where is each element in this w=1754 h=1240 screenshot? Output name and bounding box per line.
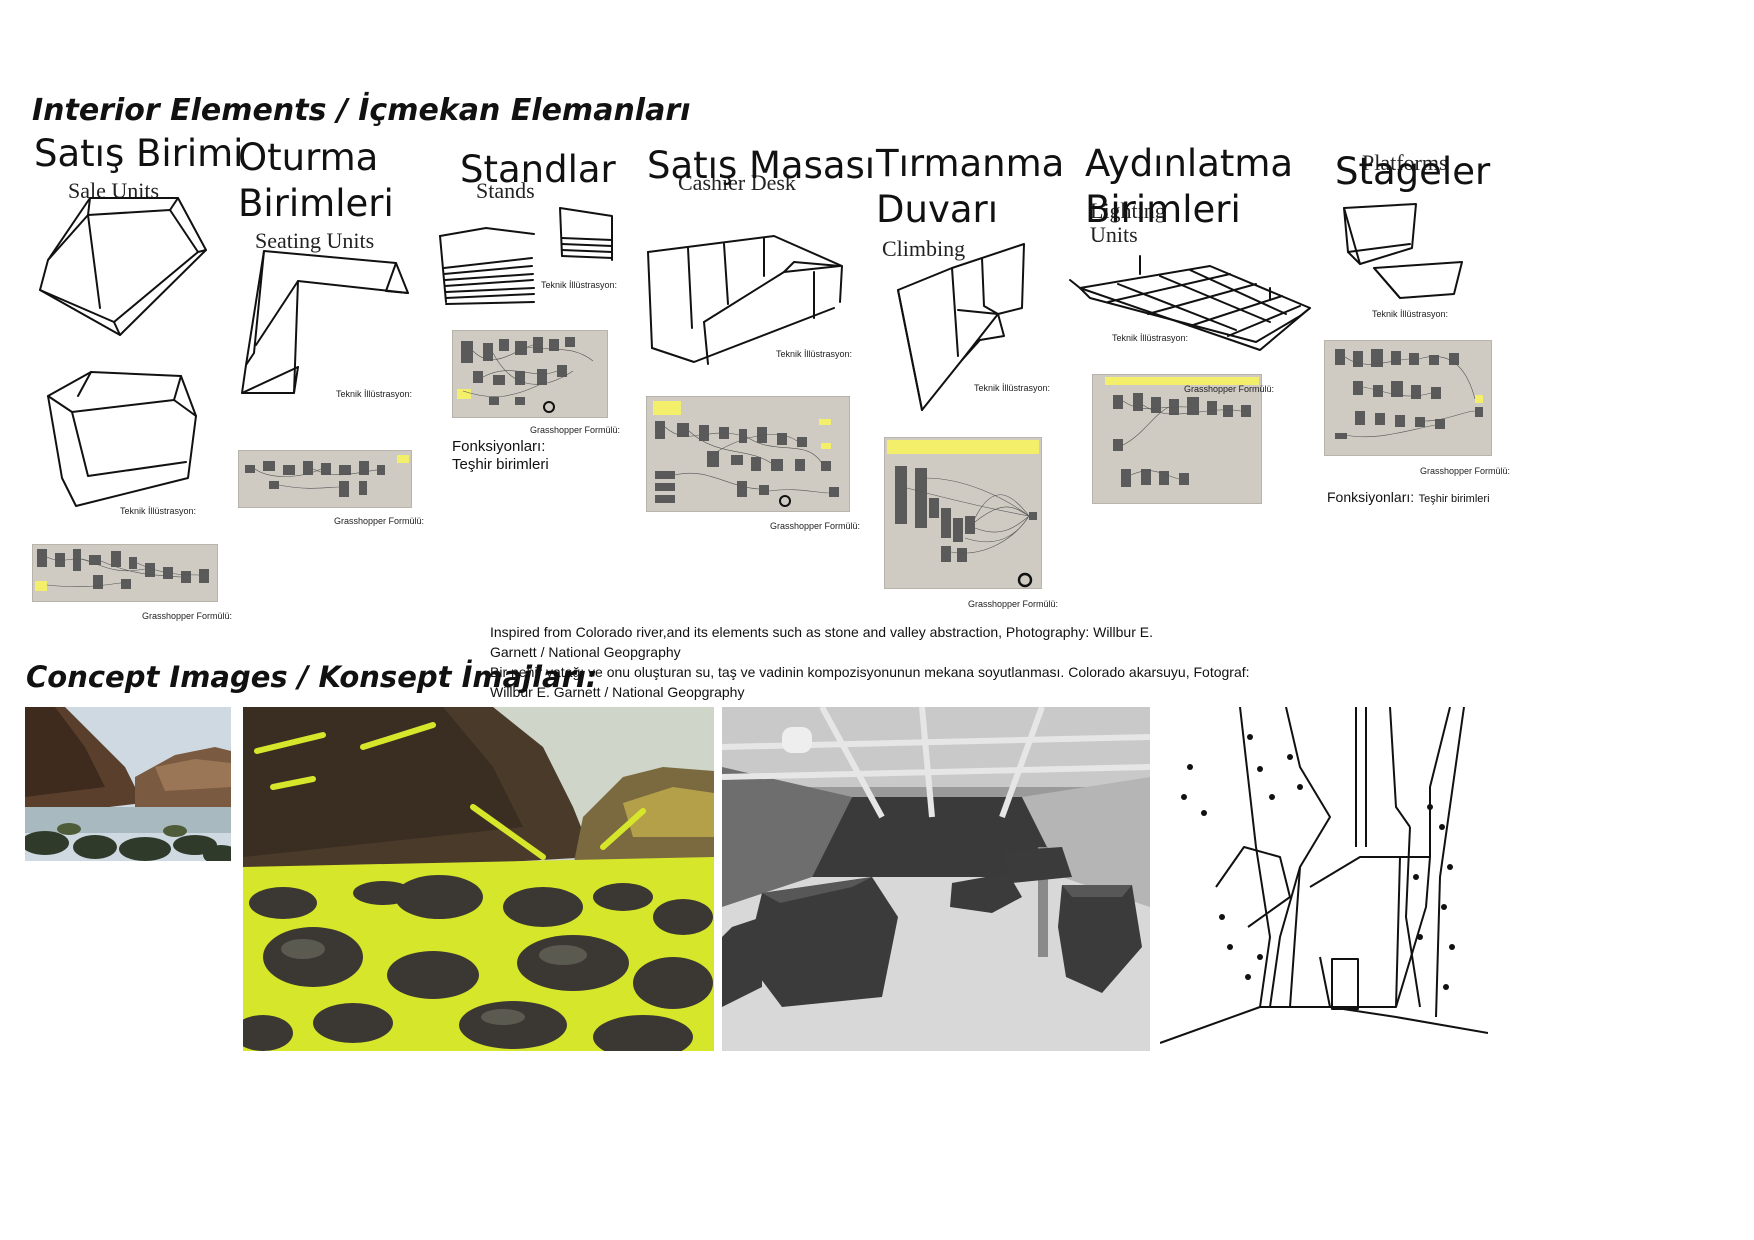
concept-caption-turkish: Bir nehir yatağı ve onu oluşturan su, ta… — [490, 664, 1250, 700]
gh-label-sale: Grasshopper Formülü: — [142, 611, 233, 621]
category-title-seating-line2: Birimleri — [238, 182, 394, 225]
category-subtitle-climbing: Climbing — [882, 236, 966, 261]
function-label-platforms: Fonksiyonları: Teşhir birimleri — [1327, 487, 1490, 508]
grasshopper-graph-climbing — [887, 440, 1039, 588]
interior-render-graphic — [722, 707, 1150, 1051]
category-subtitle-lighting-line1: Lighting — [1090, 198, 1166, 223]
tech-label-cashier: Teknik İllüstrasyon: — [776, 349, 853, 359]
category-title-lighting-line2: Birimleri — [1085, 188, 1241, 231]
platform-sketch-lower — [1373, 261, 1463, 299]
canyon-river-photo-graphic — [25, 707, 231, 861]
gh-label-lighting: Grasshopper Formülü: — [1184, 384, 1275, 394]
grasshopper-canvas-cashier — [646, 396, 850, 512]
tech-label-platforms: Teknik İllüstrasyon: — [1372, 309, 1449, 319]
gh-label-platforms: Grasshopper Formülü: — [1420, 466, 1511, 476]
grasshopper-graph-cashier — [653, 401, 839, 507]
climbing-wall-perspective-sketch — [1160, 707, 1488, 1045]
abstracted-river-graphic — [243, 707, 714, 1051]
function-value-platforms: Teşhir birimleri — [1418, 493, 1490, 505]
grasshopper-graph-sale — [35, 549, 209, 591]
stand-sketch-large — [439, 227, 535, 305]
function-prefix-platforms: Fonksiyonları: — [1327, 489, 1415, 505]
seating-unit-sketch — [241, 250, 409, 394]
tech-label-stands: Teknik İllüstrasyon: — [541, 280, 618, 290]
concept-images-title: Concept Images / Konsept İmajları: — [26, 660, 598, 694]
tech-label-climbing: Teknik İllüstrasyon: — [974, 383, 1051, 393]
category-title-cashier: Satış Masası — [647, 144, 876, 187]
category-subtitle-platforms: Platforms — [1362, 150, 1448, 175]
grasshopper-canvas-sale — [32, 544, 218, 602]
grasshopper-canvas-stands — [452, 330, 608, 418]
gh-label-seating: Grasshopper Formülü: — [334, 516, 425, 526]
grasshopper-graph-lighting — [1105, 377, 1259, 487]
grasshopper-canvas-climbing — [884, 437, 1042, 589]
category-subtitle-seating: Seating Units — [255, 228, 375, 253]
interior-render-image — [722, 707, 1150, 1051]
sale-unit-sketch-top — [39, 197, 207, 336]
grasshopper-graph-platforms — [1335, 349, 1483, 439]
grasshopper-canvas-seating — [238, 450, 412, 508]
grasshopper-graph-seating — [245, 455, 409, 497]
canyon-river-photo — [25, 707, 231, 861]
cashier-desk-sketch — [647, 235, 843, 365]
lighting-unit-sketch — [1069, 255, 1311, 351]
stand-sketch-small — [559, 207, 613, 261]
abstracted-river-image — [243, 707, 714, 1051]
category-subtitle-lighting-line2: Units — [1090, 222, 1138, 247]
category-title-sale-units: Satış Birimi — [34, 132, 244, 175]
category-title-stages: Stageler — [1335, 150, 1491, 193]
function-label-stands-line2: Teşhir birimleri — [452, 456, 549, 473]
category-subtitle-stands: Stands — [476, 178, 535, 203]
tech-label-lighting: Teknik İllüstrasyon: — [1112, 333, 1189, 343]
gh-label-stands: Grasshopper Formülü: — [530, 425, 621, 435]
gh-label-climbing: Grasshopper Formülü: — [968, 599, 1059, 609]
platform-sketch-upper — [1343, 203, 1417, 265]
concept-caption-english: Inspired from Colorado river,and its ele… — [490, 624, 1153, 660]
tech-label-seating: Teknik İllüstrasyon: — [336, 389, 413, 399]
category-title-climbing-line2: Duvarı — [876, 188, 999, 231]
category-title-seating-line1: Oturma — [238, 136, 379, 179]
interior-elements-title: Interior Elements / İçmekan Elemanları — [32, 93, 691, 128]
climbing-wall-sketch — [897, 243, 1025, 411]
grasshopper-canvas-platforms — [1324, 340, 1492, 456]
gh-label-cashier: Grasshopper Formülü: — [770, 521, 861, 531]
sale-unit-sketch-bottom — [47, 371, 197, 507]
climbing-wall-perspective-graphic — [1160, 707, 1488, 1044]
grasshopper-canvas-lighting — [1092, 374, 1262, 504]
category-title-climbing-line1: Tırmanma — [876, 142, 1065, 185]
category-subtitle-cashier: Cashier Desk — [678, 170, 796, 195]
grasshopper-graph-stands — [457, 337, 594, 413]
category-title-stands: Standlar — [460, 148, 616, 191]
function-label-stands-line1: Fonksiyonları: — [452, 438, 546, 455]
category-title-lighting-line1: Aydınlatma — [1085, 142, 1294, 185]
tech-label-sale: Teknik İllüstrasyon: — [120, 506, 197, 516]
